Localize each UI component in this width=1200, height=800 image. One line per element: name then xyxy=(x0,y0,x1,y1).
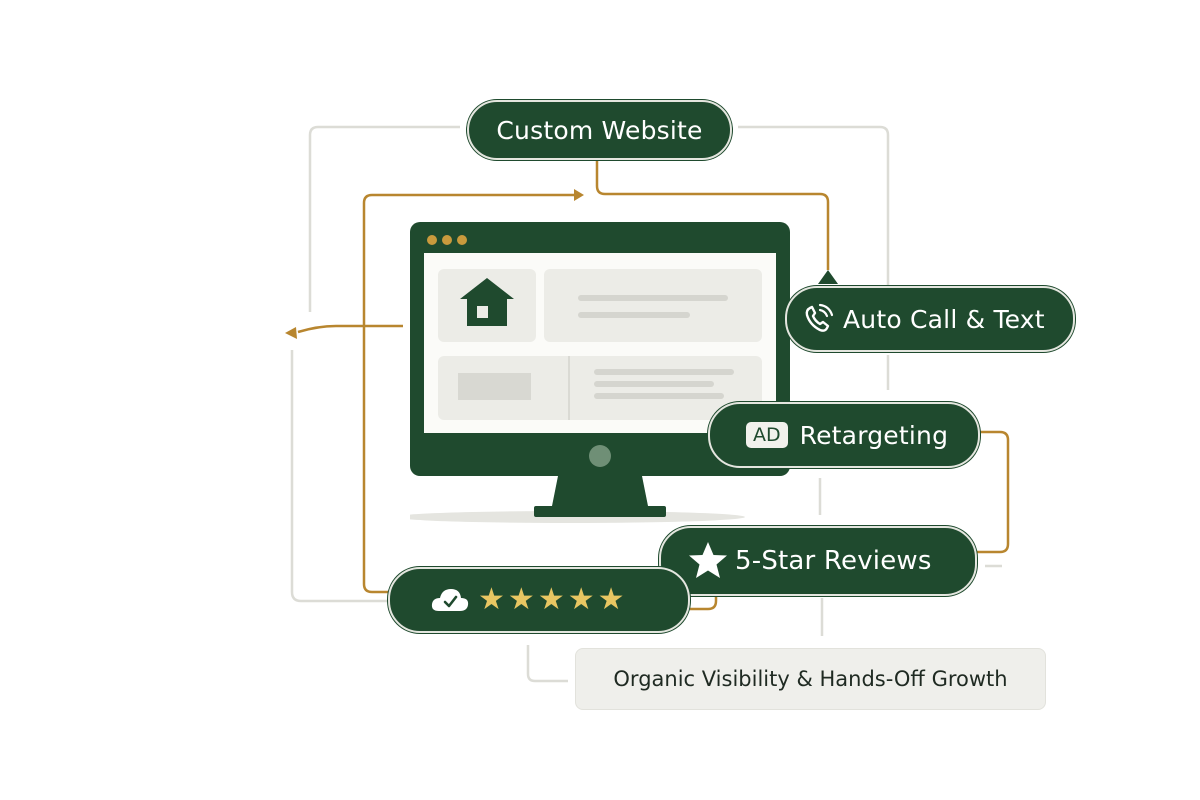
node-star-rating: ★ ★ ★ ★ ★ xyxy=(388,567,690,633)
cloud-check-icon xyxy=(430,585,470,615)
window-dot xyxy=(442,235,452,245)
node-five-star-reviews: 5-Star Reviews xyxy=(659,526,977,596)
caption-box: Organic Visibility & Hands-Off Growth xyxy=(575,648,1046,710)
monitor-stand xyxy=(552,476,648,506)
node-label: Custom Website xyxy=(496,116,702,145)
connector-gray-caption xyxy=(528,645,568,681)
node-retargeting: AD Retargeting xyxy=(708,402,980,468)
image-placeholder xyxy=(458,373,531,400)
window-dot xyxy=(457,235,467,245)
connector-gold-rating-to-reviews xyxy=(690,596,716,609)
screen-card-text xyxy=(544,269,762,342)
arrowhead-left xyxy=(285,327,297,339)
node-label: Retargeting xyxy=(800,421,949,450)
star-rating: ★ ★ ★ ★ ★ xyxy=(478,585,628,615)
star-icon xyxy=(687,540,729,582)
rating-star-icon: ★ xyxy=(568,585,595,615)
arrowhead-right xyxy=(574,189,584,201)
node-label: 5-Star Reviews xyxy=(735,546,932,576)
text-line xyxy=(594,381,714,387)
connector-gold-out-left xyxy=(298,326,403,332)
phone-icon xyxy=(801,302,835,336)
ad-badge: AD xyxy=(746,422,788,448)
text-line xyxy=(594,369,734,375)
rating-star-icon: ★ xyxy=(508,585,535,615)
connector-gray-left xyxy=(292,350,388,601)
node-label: Auto Call & Text xyxy=(843,305,1045,334)
caption-text: Organic Visibility & Hands-Off Growth xyxy=(613,667,1007,691)
rating-star-icon: ★ xyxy=(478,585,505,615)
arrowhead-up xyxy=(818,270,838,284)
monitor-power-button xyxy=(589,445,611,467)
text-line xyxy=(578,312,690,318)
text-line xyxy=(578,295,728,301)
monitor-icon xyxy=(410,222,790,527)
rating-star-icon: ★ xyxy=(598,585,625,615)
monitor-base xyxy=(534,506,666,517)
node-auto-call-text: Auto Call & Text xyxy=(785,286,1075,352)
rating-star-icon: ★ xyxy=(538,585,565,615)
node-custom-website: Custom Website xyxy=(467,100,732,160)
window-dot xyxy=(427,235,437,245)
connector-gold-retarget-to-reviews xyxy=(977,432,1008,552)
card-divider xyxy=(568,356,570,420)
text-line xyxy=(594,393,724,399)
